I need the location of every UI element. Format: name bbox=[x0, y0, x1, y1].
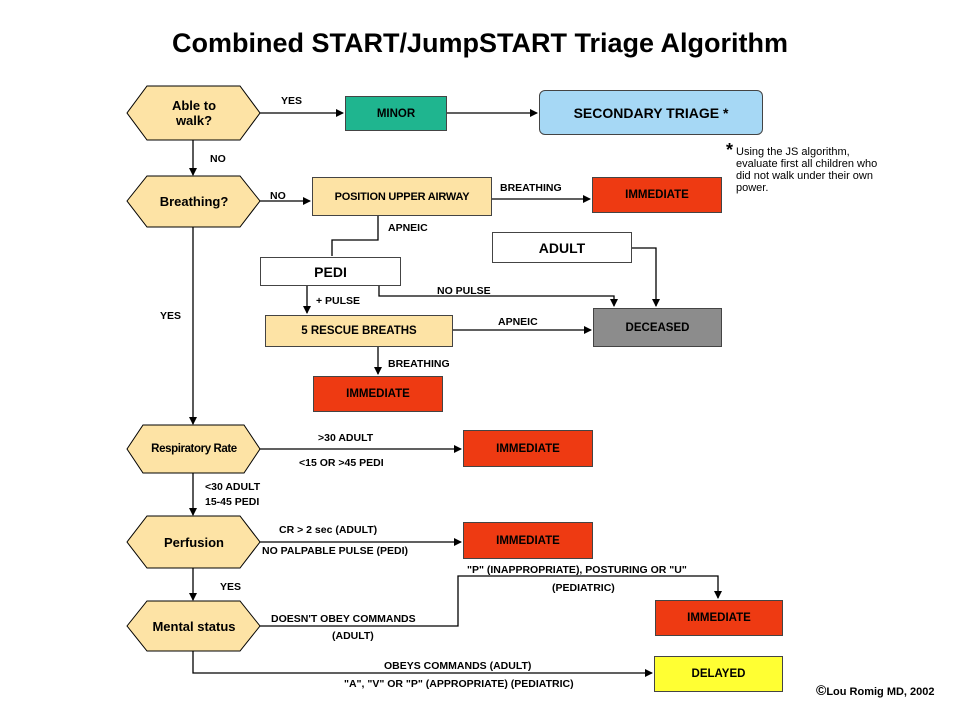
pediatric-label: (PEDIATRIC) bbox=[552, 582, 615, 594]
rescue-breathing-label: BREATHING bbox=[388, 358, 450, 370]
rr-pedi-normal-label: 15-45 PEDI bbox=[205, 496, 260, 508]
breathing-no-label: NO bbox=[270, 190, 286, 202]
walk-yes-label: YES bbox=[281, 95, 303, 107]
p-inappropriate-label: "P" (INAPPROPRIATE), POSTURING OR "U" bbox=[467, 564, 687, 576]
credit: ©Lou Romig MD, 2002 bbox=[816, 682, 935, 698]
immediate-box-rescue: IMMEDIATE bbox=[313, 376, 443, 412]
cr-adult-label: CR > 2 sec (ADULT) bbox=[279, 524, 378, 536]
position-airway-box: POSITION UPPER AIRWAY bbox=[312, 177, 492, 216]
plus-pulse-label: + PULSE bbox=[316, 295, 361, 307]
minor-box: MINOR bbox=[345, 96, 447, 131]
airway-breathing-label: BREATHING bbox=[500, 182, 562, 194]
page-title: Combined START/JumpSTART Triage Algorith… bbox=[171, 28, 788, 58]
copyright-icon: © bbox=[816, 682, 827, 698]
delayed-box: DELAYED bbox=[654, 656, 783, 692]
immediate-box-breathing: IMMEDIATE bbox=[592, 177, 722, 213]
immediate-box-resp-rate: IMMEDIATE bbox=[463, 430, 593, 467]
note-line-4: power. bbox=[736, 182, 769, 194]
breathing-yes-label: YES bbox=[160, 310, 182, 322]
resp-rate-decision: Respiratory Rate bbox=[151, 442, 237, 455]
breathing-decision: Breathing? bbox=[159, 193, 229, 209]
rr-pedi-range-label: <15 OR >45 PEDI bbox=[299, 457, 384, 469]
rescue-breaths-box: 5 RESCUE BREATHS bbox=[265, 315, 453, 347]
no-palpable-label: NO PALPABLE PULSE (PEDI) bbox=[262, 545, 409, 557]
pedi-box: PEDI bbox=[260, 257, 401, 286]
note-asterisk: * bbox=[726, 140, 734, 160]
deceased-box: DECEASED bbox=[593, 308, 722, 347]
secondary-triage-box: SECONDARY TRIAGE * bbox=[539, 90, 763, 135]
adult-box: ADULT bbox=[492, 232, 632, 263]
credit-text: Lou Romig MD, 2002 bbox=[826, 686, 935, 698]
immediate-box-perfusion: IMMEDIATE bbox=[463, 522, 593, 559]
perfusion-decision: Perfusion bbox=[164, 534, 224, 550]
walk-no-label: NO bbox=[210, 153, 226, 165]
immediate-box-mental: IMMEDIATE bbox=[655, 600, 783, 636]
airway-apneic-label: APNEIC bbox=[388, 222, 428, 234]
walk-decision: Able to walk? bbox=[171, 98, 217, 128]
doesnt-obey-label: DOESN'T OBEY COMMANDS bbox=[271, 613, 416, 625]
note-line-1: Using the JS algorithm, bbox=[736, 146, 850, 158]
adult-paren-label: (ADULT) bbox=[332, 630, 374, 642]
rr-high-adult-label: >30 ADULT bbox=[318, 432, 374, 444]
perfusion-yes-label: YES bbox=[220, 581, 242, 593]
note-line-2: evaluate first all children who bbox=[736, 158, 878, 170]
note-line-3: did not walk under their own bbox=[736, 170, 873, 182]
no-pulse-label: NO PULSE bbox=[437, 285, 491, 297]
rescue-apneic-label: APNEIC bbox=[498, 316, 538, 328]
obeys-label: OBEYS COMMANDS (ADULT) bbox=[384, 660, 532, 672]
js-note: * Using the JS algorithm, evaluate first… bbox=[726, 140, 878, 194]
avp-appropriate-label: "A", "V" OR "P" (APPROPRIATE) (PEDIATRIC… bbox=[344, 678, 574, 690]
rr-low-adult-label: <30 ADULT bbox=[205, 481, 261, 493]
mental-decision: Mental status bbox=[152, 618, 236, 634]
